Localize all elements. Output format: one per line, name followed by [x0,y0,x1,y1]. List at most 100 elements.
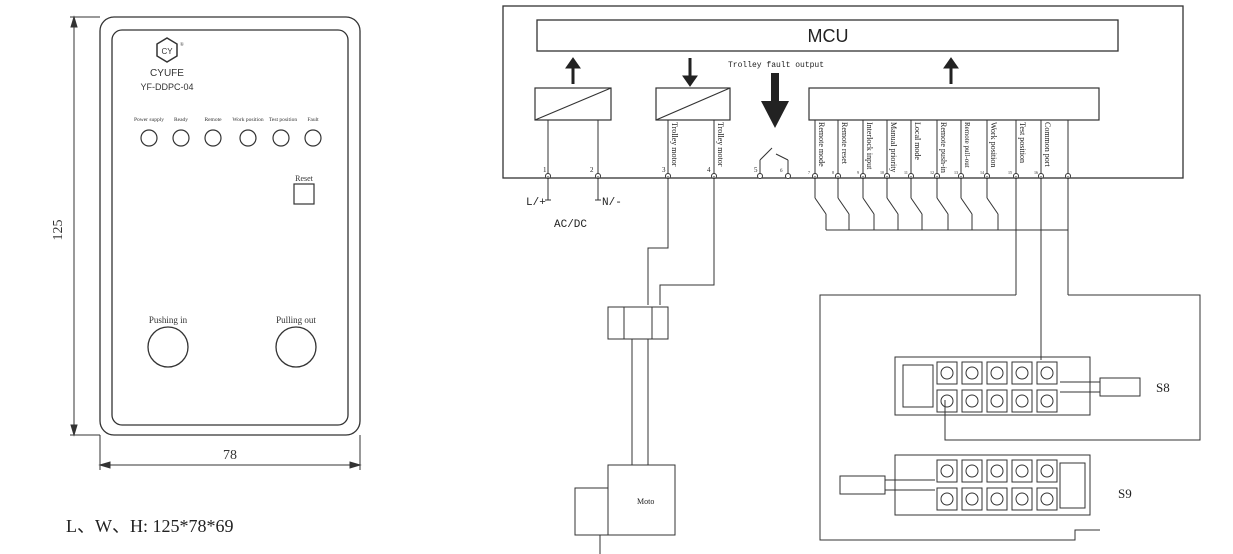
mcu-label: MCU [808,26,849,46]
svg-text:®: ® [180,42,184,48]
push-in-button[interactable] [147,326,189,368]
indicator-test [272,129,290,147]
motor-wiring [574,176,715,554]
trolley-fault-label: Trolley fault output [728,61,824,70]
dimension-summary: L、W、H: 125*78*69 [66,516,233,536]
input-labels: Trolley motor Trolley motor Remote mode … [670,122,1052,173]
terminal-7: 7 [808,170,810,175]
power-type-label: AC/DC [554,219,587,231]
push-in-label: Pushing in [149,315,188,325]
switch-s9-label: S9 [1118,486,1132,501]
indicator-work [239,129,257,147]
input-label-work-position: Work position [989,122,998,167]
input-label-remote-pull-out: Remote pull-out [963,122,971,168]
s9-contact-8 [986,487,1008,511]
terminal-1: 1 [543,166,547,174]
s8-contact-9 [1011,389,1033,413]
motor-input-label-1: Trolley motor [670,122,679,167]
s9-contact-2 [961,459,983,483]
input-label-interlock: Interlock input [865,122,874,170]
terminal-6: 6 [780,169,783,174]
s9-contact-10 [1036,487,1058,511]
s9-contact-1 [936,459,958,483]
s8-contact-5 [1036,361,1058,385]
terminal-8: 8 [832,170,834,175]
reset-label: Reset [295,174,314,183]
mcu-block [536,19,1119,52]
input-label-local-mode: Local mode [913,122,922,160]
s8-contact-8 [986,389,1008,413]
panel-inner [111,29,349,426]
input-block [808,87,1100,121]
s9-contact-7 [961,487,983,511]
motor-coupler [607,306,669,340]
dimension-lines [70,15,362,470]
switch-s8-label: S8 [1156,380,1170,395]
terminal-14: 14 [980,170,984,175]
model-number: YF-DDPC-04 [140,82,193,92]
terminal-4: 4 [707,166,711,174]
indicator-label-ready: Ready [174,117,188,123]
converter-blocks [534,87,1100,121]
motor-gearbox [574,487,609,536]
input-label-common-port: Common port [1043,122,1052,167]
indicator-label-power: Power supply [134,117,164,123]
input-label-remote-mode: Remote mode [817,122,826,167]
terminal-16: 16 [1034,170,1038,175]
s8-contact-1 [936,361,958,385]
input-label-remote-push-in: Remote push-in [939,122,948,173]
input-label-remote-reset: Remote reset [840,122,849,165]
terminal-10: 10 [880,170,884,175]
s8-contact-2 [961,361,983,385]
indicator-label-test: Test position [269,117,297,123]
terminal-11: 11 [904,170,908,175]
terminal-15: 15 [1008,170,1012,175]
switch-s8 [894,356,1141,416]
terminal-numbers: 1 2 3 4 5 6 7 8 9 10 11 12 13 14 15 16 [543,166,1038,175]
s8-contact-4 [1011,361,1033,385]
front-panel-drawing [99,16,361,436]
field-wiring [819,294,1201,541]
terminal-12: 12 [930,170,934,175]
power-input-wires [545,176,601,201]
s9-contact-3 [986,459,1008,483]
power-plus-label: L/+ [526,197,546,209]
indicator-label-remote: Remote [204,117,222,123]
s9-contact-4 [1011,459,1033,483]
indicator-label-fault: Fault [307,117,319,123]
dimension-width: 78 [223,448,237,463]
terminal-3: 3 [662,166,666,174]
terminal-13: 13 [954,170,958,175]
terminal-9: 9 [857,170,859,175]
indicator-fault [304,129,322,147]
input-switches [814,176,1069,315]
motor-converter-block [655,87,731,121]
s9-contact-5 [1036,459,1058,483]
input-label-test-position: Test position [1018,122,1027,163]
input-label-manual-priority: Manual priority [889,122,898,172]
indicator-power [140,129,158,147]
pull-out-button[interactable] [275,326,317,368]
power-minus-label: N/- [602,197,622,209]
s8-contact-3 [986,361,1008,385]
signal-arrows [565,57,959,128]
dimension-height: 125 [51,220,66,241]
motor-input-label-2: Trolley motor [716,122,725,167]
power-converter-block [534,87,612,121]
brand-name: CYUFE [150,68,184,79]
indicator-label-work: Work position [232,117,263,123]
reset-button[interactable] [293,183,315,205]
motor-label: Moto [637,497,654,506]
panel-outer [99,16,361,436]
s9-contact-6 [936,487,958,511]
switch-s9 [839,454,1091,516]
indicator-remote [204,129,222,147]
s8-contact-7 [961,389,983,413]
controller-box [502,5,1184,179]
s9-contact-9 [1011,487,1033,511]
indicator-ready [172,129,190,147]
indicator-labels: Power supply Ready Remote Work position … [134,117,319,123]
terminal-2: 2 [590,166,594,174]
terminal-5: 5 [754,166,758,174]
